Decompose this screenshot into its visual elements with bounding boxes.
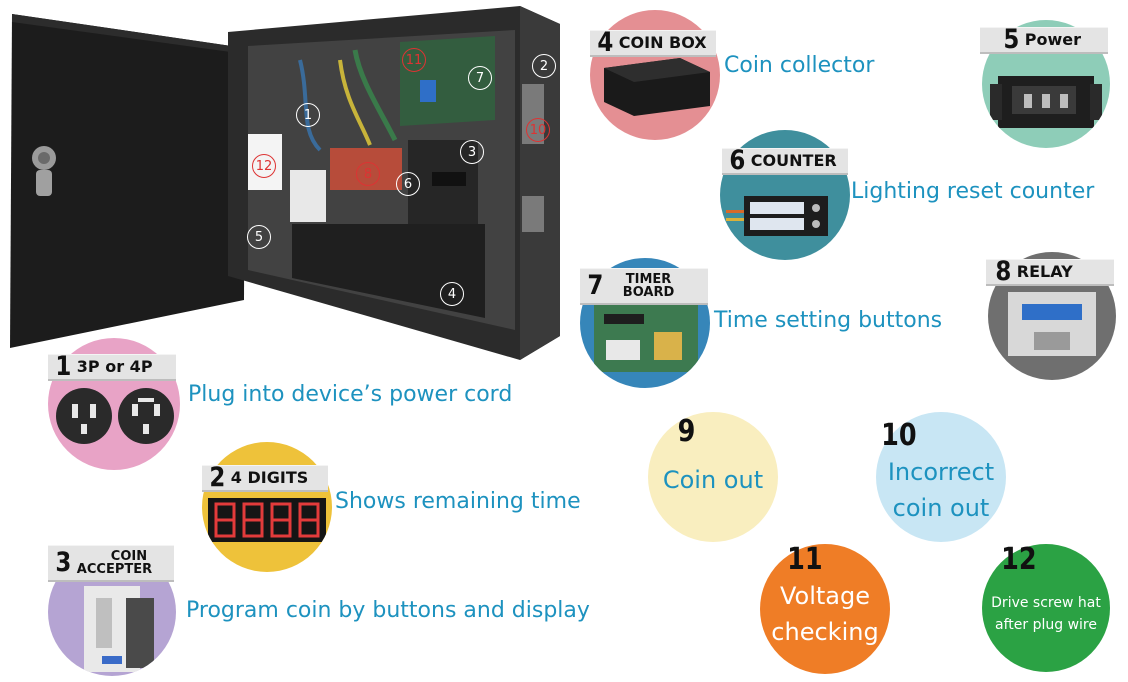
four-digit-display [208,498,326,542]
photo-mark-12: 12 [252,154,276,178]
item-10-line2: coin out [892,494,990,522]
item-4-tag-label: COIN BOX [618,33,707,52]
item-5-tag: 5 Power [980,24,1108,55]
item-2-tag-label: 4 DIGITS [230,468,309,487]
item-9-description: Coin out [662,466,764,494]
item-3-tag-label: COIN ACCEPTER [77,550,152,576]
item-12-description: Drive screw hat after plug wire [976,592,1116,636]
item-6-number: 6 [729,145,746,176]
power-socket-image [990,76,1102,128]
item-7-tag-line1: TIMER [625,272,672,287]
item-10-description: Incorrect coin out [864,454,1018,526]
item-2-description: Shows remaining time [335,489,581,514]
item-9-number: 9 [677,414,696,449]
item-4-description: Coin collector [724,53,875,78]
timer-box-photo [0,0,570,365]
coin-accepter-image [84,586,154,672]
item-7-tag-line2: BOARD [622,285,675,300]
item-12-number: 12 [1001,542,1037,577]
item-11-line1: Voltage [779,582,871,610]
item-6-tag-label: COUNTER [750,151,837,170]
item-6-description: Lighting reset counter [851,179,1095,204]
photo-mark-11: 11 [402,48,426,72]
item-3-tag-line2: ACCEPTER [76,562,153,577]
item-2-number: 2 [209,462,226,493]
photo-mark-7: 7 [468,66,492,90]
item-1-tag-label: 3P or 4P [76,357,153,376]
item-8-number: 8 [995,256,1012,287]
item-7-description: Time setting buttons [714,308,943,333]
timer-board-image [594,304,698,372]
item-3-description: Program coin by buttons and display [186,598,590,623]
item-1-tag: 1 3P or 4P [48,351,176,382]
item-3-tag: 3 COIN ACCEPTER [48,545,174,582]
outlet-icons [56,388,174,444]
item-11-number: 11 [787,542,823,577]
item-3-tag-line1: COIN [110,549,148,564]
item-5-tag-label: Power [1024,30,1082,49]
item-1-description: Plug into device’s power cord [188,382,513,407]
photo-mark-6: 6 [396,172,420,196]
photo-mark-2: 2 [532,54,556,78]
photo-mark-8: 8 [356,162,380,186]
item-8-tag: 8 RELAY [986,256,1114,287]
item-1-number: 1 [55,351,72,382]
item-12-line1: Drive screw hat [991,595,1101,611]
item-12-line2: after plug wire [995,617,1097,633]
item-9-circle [648,412,778,542]
item-8-tag-label: RELAY [1016,262,1073,281]
item-10-number: 10 [881,418,917,453]
item-7-number: 7 [587,270,604,301]
photo-mark-4: 4 [440,282,464,306]
relay-image [1008,292,1096,356]
photo-mark-10: 10 [526,118,550,142]
photo-mark-1: 1 [296,103,320,127]
timer-box-illustration [10,6,560,360]
item-5-number: 5 [1003,24,1020,55]
item-2-circle [202,442,332,572]
photo-mark-3: 3 [460,140,484,164]
item-7-tag: 7 TIMER BOARD [580,268,708,305]
item-10-circle [876,412,1006,542]
item-11-description: Voltage checking [756,578,894,650]
counter-image [726,196,828,236]
item-3-number: 3 [55,547,72,578]
coin-box-image [604,58,710,116]
photo-mark-5: 5 [247,225,271,249]
item-4-number: 4 [597,27,614,58]
item-11-line2: checking [771,618,879,646]
item-10-line1: Incorrect [887,458,995,486]
item-7-tag-label: TIMER BOARD [609,273,674,299]
item-4-tag: 4 COIN BOX [590,27,716,58]
item-6-tag: 6 COUNTER [722,145,848,176]
item-11-circle [760,544,890,674]
item-12-circle [982,544,1110,672]
item-2-tag: 2 4 DIGITS [202,462,328,493]
